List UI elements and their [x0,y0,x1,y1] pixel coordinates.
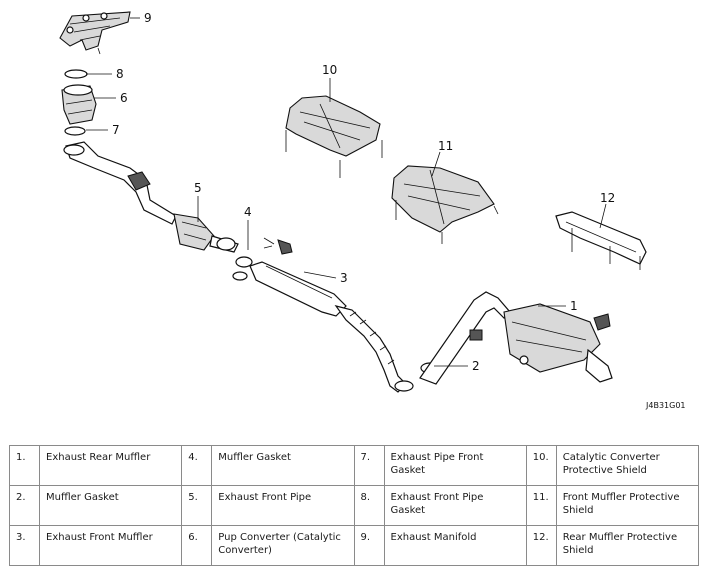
legend-number: 2. [9,485,40,526]
legend-row: 3. Exhaust Front Muffler 6. Pup Converte… [9,525,700,566]
legend-number: 11. [525,485,557,526]
leader-lines [86,17,607,367]
legend-name: Exhaust Manifold [383,525,527,566]
legend-name: Front Muffler Protective Shield [555,485,700,526]
legend-name: Rear Muffler Protective Shield [555,525,700,566]
callout-4: 4 [244,205,252,219]
legend-number: 9. [353,525,385,566]
catalytic-converter-protective-shield [285,95,383,178]
legend-number: 7. [353,445,385,486]
legend-number: 5. [181,485,213,526]
callout-labels: 9 8 6 7 5 4 3 10 11 12 1 2 [112,11,615,373]
legend-name: Catalytic Converter Protective Shield [555,445,700,486]
exhaust-system-diagram: 9 8 6 7 5 4 3 10 11 12 1 2 J4B31G01 [59,11,686,410]
legend-name: Exhaust Front Pipe [211,485,355,526]
legend-name: Exhaust Front Muffler [38,525,183,566]
callout-6: 6 [120,91,128,105]
legend-name: Exhaust Pipe Front Gasket [383,445,527,486]
legend-row: 2. Muffler Gasket 5. Exhaust Front Pipe … [9,485,700,526]
legend-name: Pup Converter (Catalytic Converter) [211,525,355,566]
legend-number: 4. [181,445,213,486]
exhaust-front-pipe [63,141,215,251]
callout-10: 10 [322,63,337,77]
diagram-code: J4B31G01 [645,401,686,410]
exhaust-front-muffler [249,261,414,393]
rear-muffler-protective-shield [555,211,647,270]
legend-name: Exhaust Front Pipe Gasket [383,485,527,526]
legend-name: Muffler Gasket [38,485,183,526]
legend-number: 10. [525,445,557,486]
callout-5: 5 [194,181,202,195]
callout-8: 8 [116,67,124,81]
exhaust-rear-muffler [419,291,613,385]
legend-row: 1. Exhaust Rear Muffler 4. Muffler Gaske… [9,445,700,486]
exhaust-front-pipe-gasket [64,69,88,79]
front-muffler-protective-shield [391,165,499,244]
legend-number: 8. [353,485,385,526]
legend-name: Exhaust Rear Muffler [38,445,183,486]
exhaust-pipe-front-gasket [64,126,86,136]
legend-name: Muffler Gasket [211,445,355,486]
legend-number: 12. [525,525,557,566]
exhaust-manifold [59,11,131,55]
callout-1: 1 [570,299,578,313]
callout-2: 2 [472,359,480,373]
legend-number: 6. [181,525,213,566]
parts-legend-table: 1. Exhaust Rear Muffler 4. Muffler Gaske… [9,445,700,566]
callout-11: 11 [438,139,453,153]
callout-9: 9 [144,11,152,25]
muffler-gasket-4 [209,235,293,281]
legend-number: 3. [9,525,40,566]
callout-7: 7 [112,123,120,137]
legend-number: 1. [9,445,40,486]
pup-converter [61,84,97,125]
callout-3: 3 [340,271,348,285]
callout-12: 12 [600,191,615,205]
